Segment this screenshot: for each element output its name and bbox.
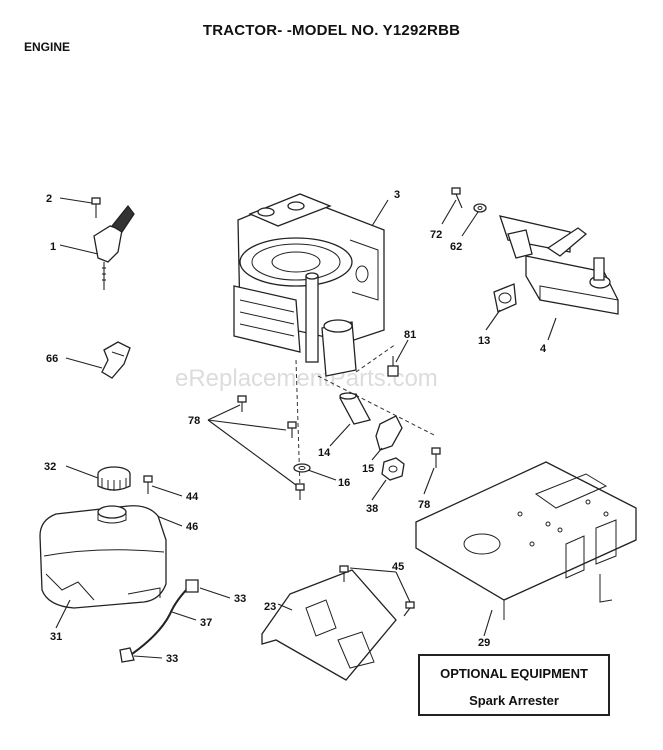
callout-45: 45 — [392, 561, 404, 573]
callout-4: 4 — [540, 343, 547, 355]
callout-46: 46 — [186, 521, 198, 533]
washer-part-16 — [293, 463, 311, 473]
callout-66: 66 — [46, 353, 58, 365]
callout-81: 81 — [404, 329, 416, 341]
callout-13: 13 — [478, 335, 490, 347]
callout-32: 32 — [44, 461, 56, 473]
callout-3: 3 — [394, 189, 400, 201]
callout-44: 44 — [186, 491, 199, 503]
clamp-part-33-top — [185, 579, 199, 593]
bolt-part-78-center — [295, 483, 305, 500]
pipe-part-14 — [339, 392, 371, 425]
washer-part-62 — [473, 203, 487, 213]
callout-29: 29 — [478, 637, 490, 649]
callout-15: 15 — [362, 463, 374, 475]
gasket-part-13 — [493, 283, 517, 313]
callout-16: 16 — [338, 477, 350, 489]
callout-38: 38 — [366, 503, 378, 515]
throttle-control-part — [93, 204, 135, 290]
screw-part-44 — [143, 475, 153, 494]
callout-72: 72 — [430, 229, 442, 241]
nut-part-38 — [381, 457, 405, 481]
callout-62: 62 — [450, 241, 462, 253]
engine-part-3 — [233, 193, 385, 377]
spark-arrester-label: Spark Arrester — [469, 693, 559, 708]
fitting-part-81 — [387, 356, 399, 377]
callout-78-right: 78 — [418, 499, 430, 511]
muffler-part-4 — [499, 215, 619, 315]
fuel-cap-part-32 — [97, 466, 131, 491]
callout-23: 23 — [264, 601, 276, 613]
diagram-title: TRACTOR- -MODEL NO. Y1292RBB — [202, 22, 461, 39]
optional-equipment-heading: OPTIONAL EQUIPMENT — [440, 666, 588, 681]
callout-31: 31 — [50, 631, 62, 643]
callout-14: 14 — [318, 447, 331, 459]
screw-part-72 — [451, 187, 463, 209]
bracket-part-66 — [101, 341, 131, 379]
bolt-part-78-right — [431, 447, 441, 468]
section-label: ENGINE — [24, 40, 71, 54]
callout-33-bottom: 33 — [166, 653, 178, 665]
fuel-tank-part-31 — [39, 505, 167, 609]
clamp-part-33-bottom — [119, 647, 135, 663]
fuel-line-part-37 — [131, 585, 191, 655]
callout-2: 2 — [46, 193, 52, 205]
heat-shield-part-23 — [261, 569, 397, 681]
callout-1: 1 — [50, 241, 56, 253]
callout-37: 37 — [200, 617, 212, 629]
screw-part-2 — [91, 197, 101, 218]
elbow-part-15 — [375, 415, 403, 451]
optional-equipment-box: OPTIONAL EQUIPMENT Spark Arrester — [418, 654, 610, 716]
callout-33-top: 33 — [234, 593, 246, 605]
frame-part-29 — [415, 461, 637, 620]
bolt-part-78-left — [237, 395, 297, 438]
callout-78-left: 78 — [188, 415, 200, 427]
